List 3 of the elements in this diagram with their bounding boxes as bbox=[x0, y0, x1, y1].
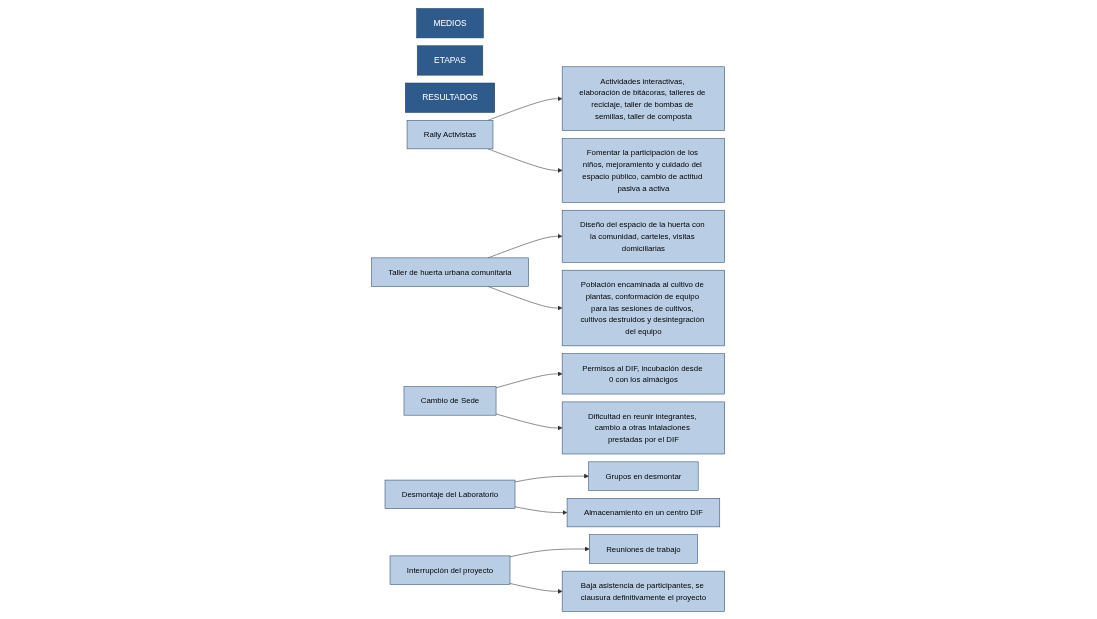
node-box: ETAPAS bbox=[417, 45, 484, 75]
node-box: MEDIOS bbox=[416, 7, 485, 38]
node-box: RESULTADOS bbox=[405, 82, 496, 113]
